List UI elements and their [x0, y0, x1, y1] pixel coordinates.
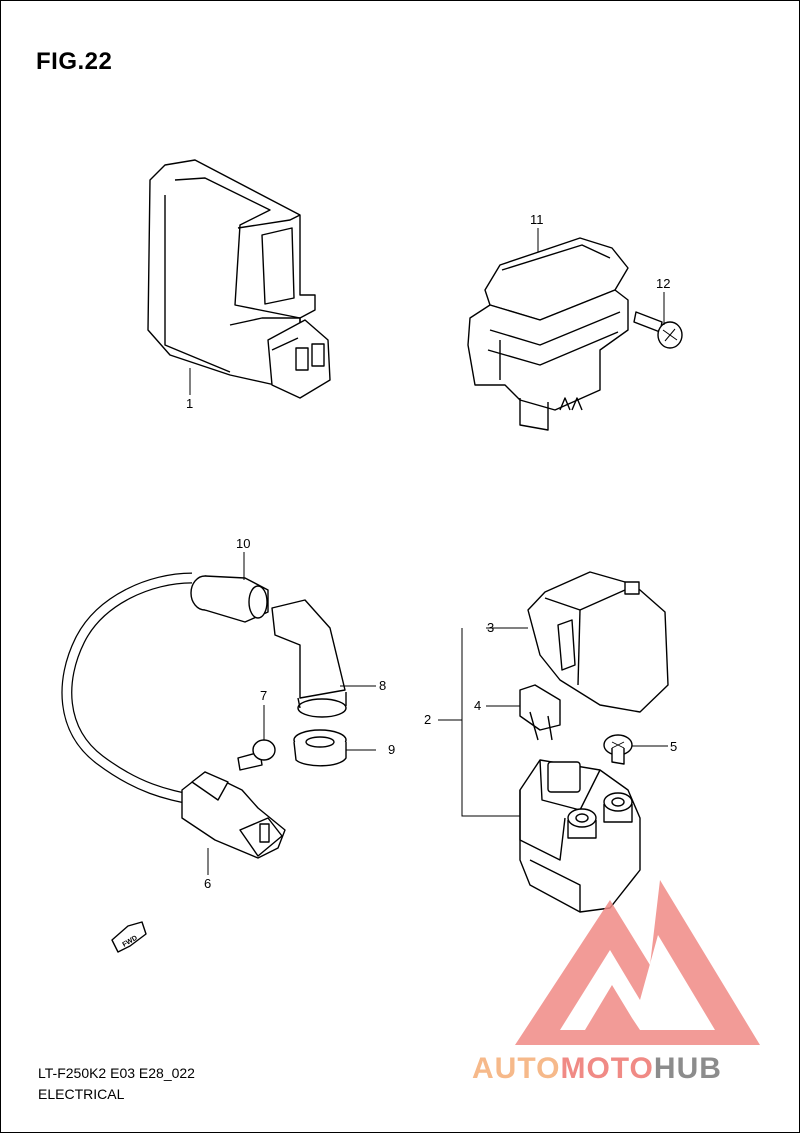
callout-11: 11: [530, 212, 544, 227]
watermark-auto: AUTO: [472, 1052, 561, 1085]
part-8-plug-cap: [271, 599, 347, 718]
callout-7: 7: [260, 688, 267, 703]
part-9-seal: [293, 729, 347, 767]
part-6-ignition-coil: [61, 572, 286, 859]
callout-3: 3: [487, 620, 494, 635]
callout-labels: 1 2 3 4 5 6 7 8 9 10 11 12: [186, 212, 677, 891]
part-3-cover: [527, 571, 669, 713]
callout-4: 4: [474, 698, 481, 713]
callout-6: 6: [204, 876, 211, 891]
leader-lines: [189, 228, 668, 875]
section-name: ELECTRICAL: [38, 1086, 125, 1102]
callout-5: 5: [670, 739, 677, 754]
callout-2: 2: [424, 712, 431, 727]
fwd-arrow-icon: [111, 921, 147, 953]
callout-10: 10: [236, 536, 250, 551]
part-12-bolt: [633, 311, 683, 349]
figure-code: LT-F250K2 E03 E28_022: [38, 1065, 195, 1081]
callout-1: 1: [186, 396, 193, 411]
part-10-grommet: [190, 575, 269, 623]
figure-title: FIG.22: [36, 48, 113, 75]
part-11-regulator: [467, 237, 629, 431]
watermark-moto: MOTO: [560, 1052, 654, 1085]
part-5-screw: [603, 734, 633, 765]
watermark-logo: [515, 880, 760, 1045]
watermark-text: AUTOMOTOHUB: [472, 1052, 722, 1086]
callout-12: 12: [656, 276, 670, 291]
callout-8: 8: [379, 678, 386, 693]
part-4-fuse: [519, 684, 561, 741]
part-2-starter-relay: [519, 759, 641, 913]
callout-9: 9: [388, 742, 395, 757]
watermark-hub: HUB: [653, 1052, 722, 1085]
part-7-bolt: [237, 739, 276, 771]
part-1-cdi-unit: [147, 159, 331, 399]
